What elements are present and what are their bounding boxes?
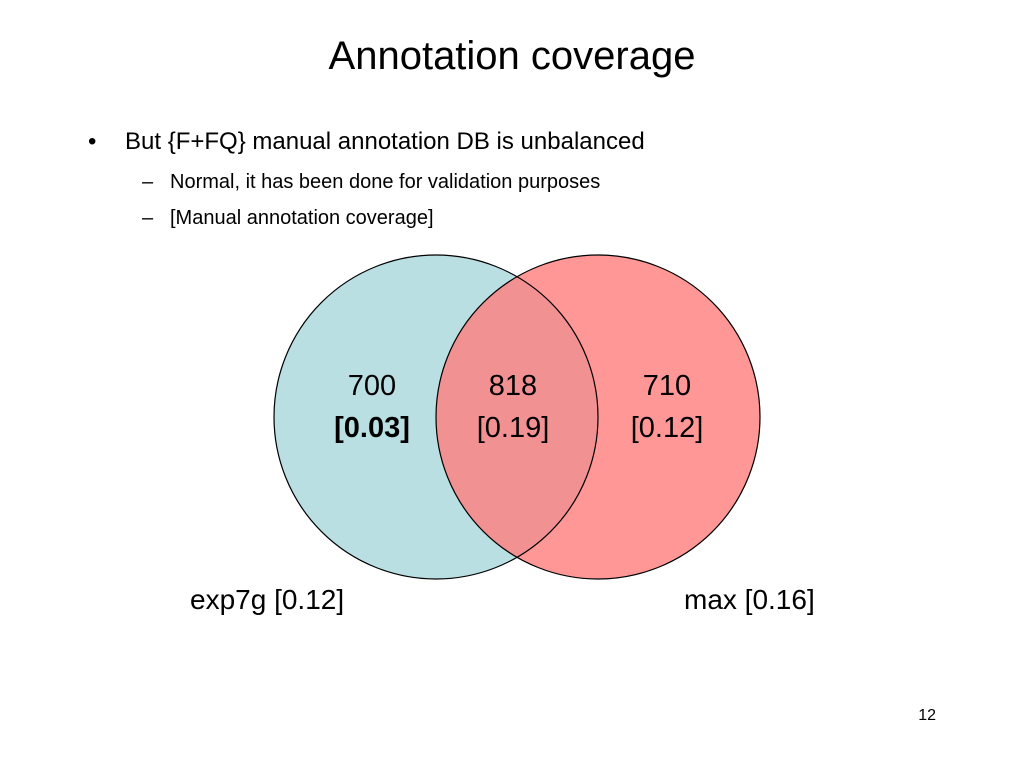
left-only-score: [0.03] [334, 412, 410, 444]
bullet-item: • But {F+FQ} manual annotation DB is unba… [88, 126, 645, 158]
dash-icon: – [142, 207, 154, 229]
slide-title: Annotation coverage [328, 34, 696, 78]
sub-bullet-item: –Normal, it has been done for validation… [142, 168, 600, 196]
sub-bullet-text: Normal, it has been done for validation … [170, 171, 601, 193]
right-only-count: 710 [643, 370, 691, 402]
left-set-outline [273, 254, 599, 580]
bullet-text: But {F+FQ} manual annotation DB is unbal… [125, 128, 645, 155]
left-only-count: 700 [348, 370, 396, 402]
right-set-outline [435, 254, 761, 580]
left-set-label: exp7g [0.12] [190, 584, 345, 615]
sub-bullet-item: –[Manual annotation coverage] [142, 204, 434, 232]
dash-icon: – [142, 171, 154, 193]
page-number: 12 [918, 707, 936, 724]
right-set-label: max [0.16] [684, 584, 815, 615]
intersection-score: [0.19] [477, 412, 550, 444]
sub-bullet-text: [Manual annotation coverage] [170, 207, 434, 229]
right-only-score: [0.12] [631, 412, 704, 444]
intersection-count: 818 [489, 370, 537, 402]
bullet-dot-icon: • [88, 128, 97, 155]
